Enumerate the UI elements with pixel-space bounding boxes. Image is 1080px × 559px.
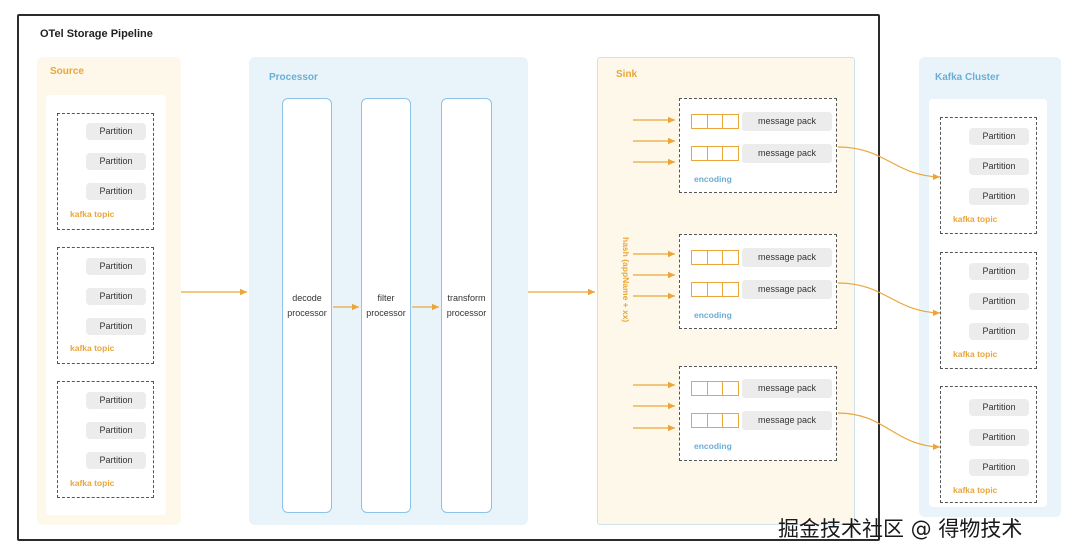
partition: Partition: [86, 153, 146, 170]
buffer-cells: [691, 413, 739, 428]
message-pack: message pack: [742, 112, 832, 131]
diagram-title: OTel Storage Pipeline: [40, 28, 153, 40]
source-inner: Partition Partition Partition kafka topi…: [46, 95, 166, 515]
source-label: Source: [50, 66, 84, 77]
transform-processor: transform processor: [441, 98, 492, 513]
message-pack: message pack: [742, 248, 832, 267]
message-pack: message pack: [742, 411, 832, 430]
buffer-cells: [691, 146, 739, 161]
encoding-box: message pack message pack encoding: [679, 366, 837, 461]
watermark: 掘金技术社区 @ 得物技术: [778, 517, 1023, 541]
arrow-encoding-to-kafka: [837, 146, 941, 181]
encoding-box: message pack message pack encoding: [679, 234, 837, 329]
kafka-topic: Partition Partition Partition kafka topi…: [940, 252, 1037, 369]
message-pack: message pack: [742, 379, 832, 398]
sink-label: Sink: [616, 69, 638, 80]
arrow-encoding-to-kafka: [837, 412, 941, 451]
partition: Partition: [86, 123, 146, 140]
encoding-label: encoding: [694, 174, 732, 184]
topic-label: kafka topic: [70, 209, 115, 219]
partition: Partition: [969, 158, 1029, 175]
message-pack: message pack: [742, 144, 832, 163]
partition: Partition: [86, 452, 146, 469]
kafka-cluster-panel: Kafka Cluster Partition Partition Partit…: [919, 57, 1061, 517]
topic-label: kafka topic: [70, 478, 115, 488]
partition: Partition: [86, 258, 146, 275]
message-pack: message pack: [742, 280, 832, 299]
arrow-encoding-to-kafka: [837, 282, 941, 317]
partition: Partition: [969, 399, 1029, 416]
partition: Partition: [969, 323, 1029, 340]
topic-label: kafka topic: [953, 214, 998, 224]
partition: Partition: [86, 183, 146, 200]
encoding-box: message pack message pack encoding: [679, 98, 837, 193]
encoding-label: encoding: [694, 441, 732, 451]
processor-label: Processor: [269, 72, 318, 83]
partition: Partition: [86, 392, 146, 409]
source-topic: Partition Partition Partition kafka topi…: [57, 381, 154, 498]
partition: Partition: [969, 429, 1029, 446]
kafka-inner: Partition Partition Partition kafka topi…: [929, 99, 1047, 507]
topic-label: kafka topic: [70, 343, 115, 353]
source-topic: Partition Partition Partition kafka topi…: [57, 247, 154, 364]
buffer-cells: [691, 282, 739, 297]
partition: Partition: [86, 318, 146, 335]
buffer-cells: [691, 381, 739, 396]
partition: Partition: [86, 422, 146, 439]
partition: Partition: [86, 288, 146, 305]
partition: Partition: [969, 293, 1029, 310]
buffer-cells: [691, 250, 739, 265]
kafka-topic: Partition Partition Partition kafka topi…: [940, 386, 1037, 503]
source-panel: Source Partition Partition Partition kaf…: [37, 57, 181, 525]
encoding-label: encoding: [694, 310, 732, 320]
buffer-cells: [691, 114, 739, 129]
source-topic: Partition Partition Partition kafka topi…: [57, 113, 154, 230]
pipeline-frame: [17, 14, 880, 541]
partition: Partition: [969, 459, 1029, 476]
partition: Partition: [969, 263, 1029, 280]
filter-processor: filter processor: [361, 98, 411, 513]
topic-label: kafka topic: [953, 349, 998, 359]
partition: Partition: [969, 188, 1029, 205]
kafka-topic: Partition Partition Partition kafka topi…: [940, 117, 1037, 234]
kafka-cluster-label: Kafka Cluster: [935, 72, 1000, 83]
decode-processor: decode processor: [282, 98, 332, 513]
topic-label: kafka topic: [953, 485, 998, 495]
partition: Partition: [969, 128, 1029, 145]
